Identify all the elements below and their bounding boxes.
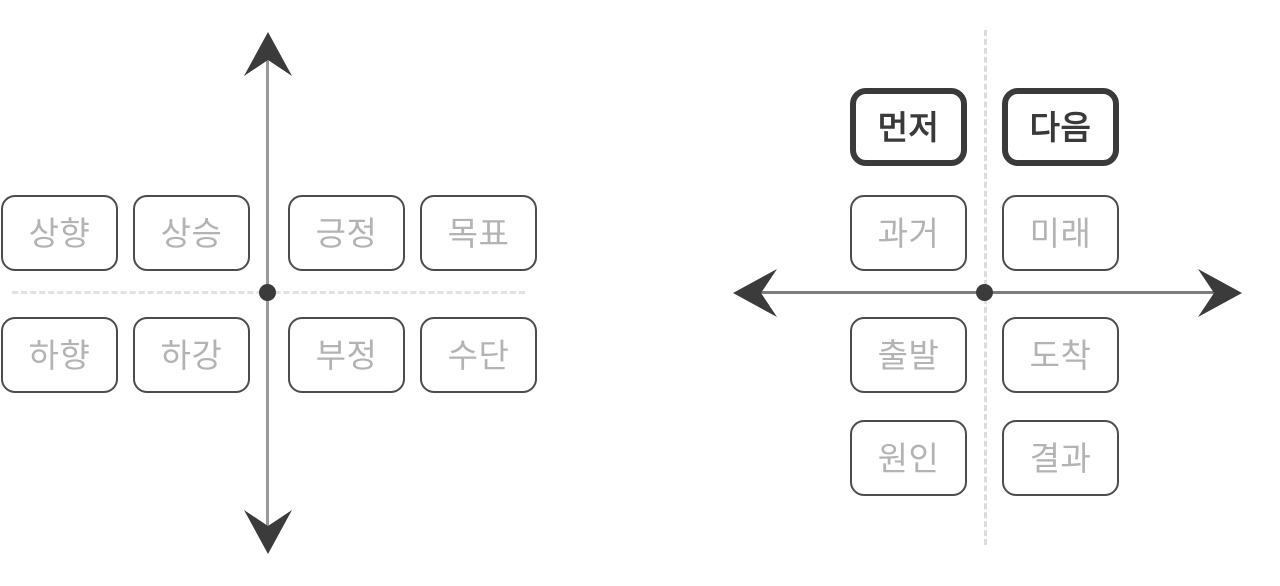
token-box-gwageo[interactable]: 과거 bbox=[850, 195, 967, 271]
token-box-mokpyo[interactable]: 목표 bbox=[420, 195, 537, 271]
token-box-hagang[interactable]: 하강 bbox=[133, 317, 250, 393]
token-box-sudan[interactable]: 수단 bbox=[420, 317, 537, 393]
arrow-right-icon bbox=[1198, 269, 1242, 317]
arrow-left-icon bbox=[733, 269, 777, 317]
token-box-sanghyang[interactable]: 상향 bbox=[1, 195, 118, 271]
token-box-chulbal[interactable]: 출발 bbox=[850, 317, 967, 393]
token-box-gyeolgwa[interactable]: 결과 bbox=[1002, 420, 1119, 496]
origin-dot-icon bbox=[259, 284, 276, 301]
token-box-sangseung[interactable]: 상승 bbox=[133, 195, 250, 271]
token-box-dochak[interactable]: 도착 bbox=[1002, 317, 1119, 393]
token-box-bujeong[interactable]: 부정 bbox=[288, 317, 405, 393]
token-box-hahyang[interactable]: 하향 bbox=[1, 317, 118, 393]
token-box-wonin[interactable]: 원인 bbox=[850, 420, 967, 496]
arrow-down-icon bbox=[244, 510, 292, 554]
token-box-gungjeong[interactable]: 긍정 bbox=[288, 195, 405, 271]
token-box-daeum[interactable]: 다음 bbox=[1002, 88, 1119, 166]
token-box-meonjeo[interactable]: 먼저 bbox=[850, 88, 967, 166]
token-box-mirae[interactable]: 미래 bbox=[1002, 195, 1119, 271]
origin-dot-icon bbox=[976, 284, 993, 301]
arrow-up-icon bbox=[244, 32, 292, 76]
